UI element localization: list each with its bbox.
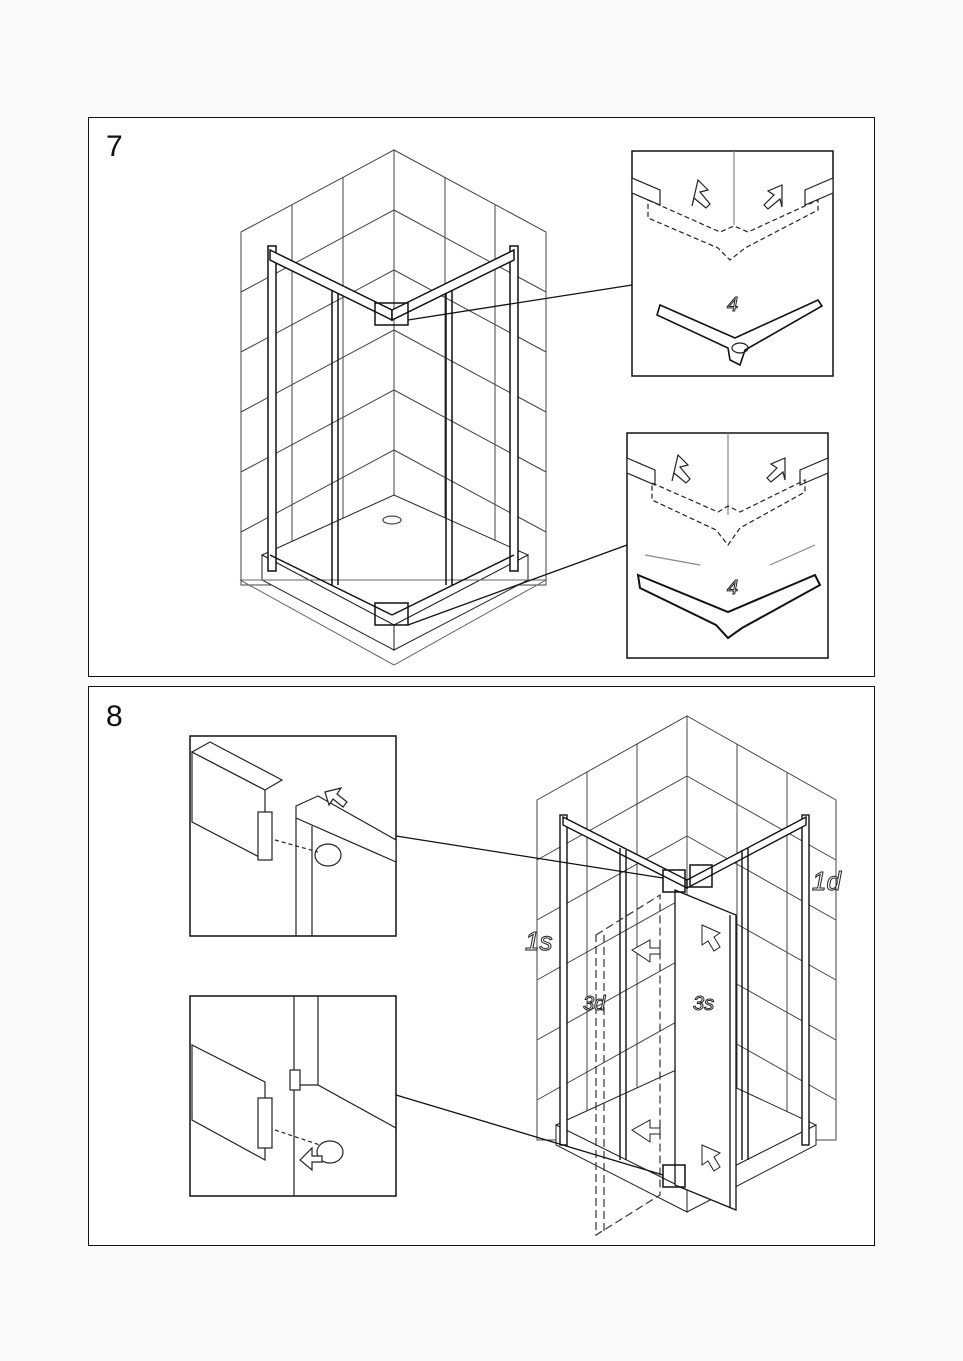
label-3d: 3d (583, 993, 606, 1015)
label-3s: 3s (693, 993, 714, 1015)
bottom-roller-detail (190, 996, 396, 1196)
top-roller-detail (190, 736, 396, 936)
roller-icon (315, 844, 341, 866)
label-1d: 1d (812, 866, 842, 896)
label-1s: 1s (525, 926, 552, 956)
